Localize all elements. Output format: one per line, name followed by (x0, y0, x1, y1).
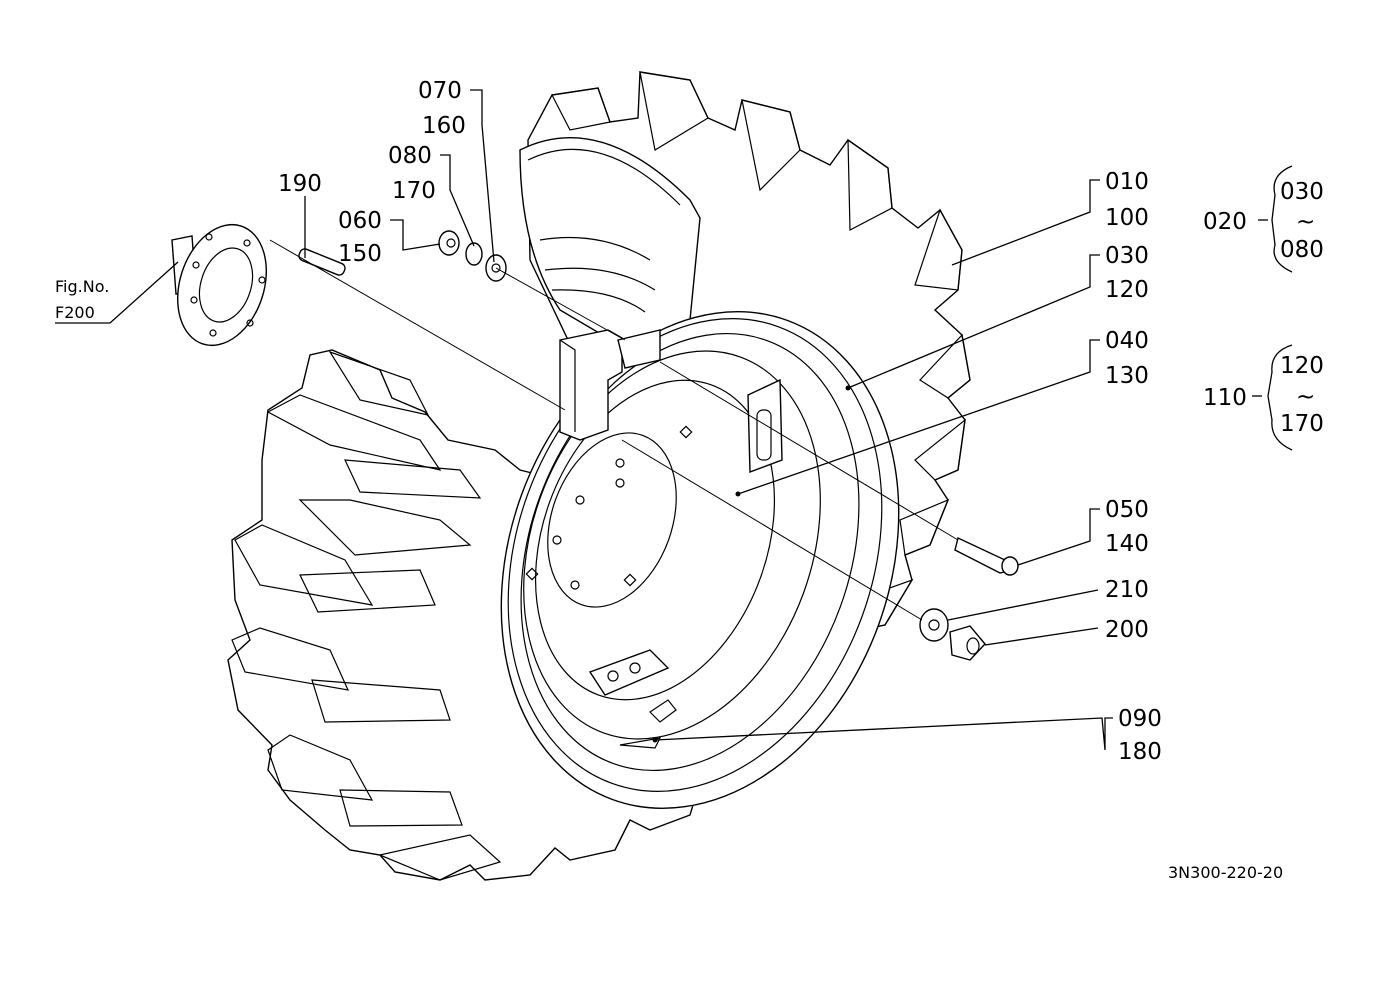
group-110-label: 110 (1203, 385, 1247, 411)
callout-080: 080 (388, 143, 432, 169)
callout-060: 060 (338, 208, 382, 234)
hardware-drawing (298, 230, 1019, 661)
wheel-weight-drawing (559, 329, 661, 441)
group-020-from: 030 (1280, 179, 1324, 205)
callout-140: 140 (1105, 531, 1149, 557)
leader-lines (55, 89, 1293, 751)
group-020-label: 020 (1203, 209, 1247, 235)
callout-100: 100 (1105, 205, 1149, 231)
group-020-tilde: ~ (1296, 209, 1315, 235)
callout-190: 190 (278, 171, 322, 197)
callout-010: 010 (1105, 169, 1149, 195)
callout-labels: Fig.No. F200 070 160 080 170 060 150 190… (55, 78, 1324, 882)
callout-180: 180 (1118, 739, 1162, 765)
callout-030: 030 (1105, 243, 1149, 269)
callout-090: 090 (1118, 706, 1162, 732)
callout-210: 210 (1105, 577, 1149, 603)
callout-130: 130 (1105, 363, 1149, 389)
hub-flange-drawing (171, 223, 268, 347)
callout-050: 050 (1105, 497, 1149, 523)
drawing-code: 3N300-220-20 (1168, 863, 1283, 882)
callout-200: 200 (1105, 617, 1149, 643)
callout-170: 170 (392, 178, 436, 204)
callout-070: 070 (418, 78, 462, 104)
callout-150: 150 (338, 241, 382, 267)
group-020-to: 080 (1280, 237, 1324, 263)
callout-040: 040 (1105, 328, 1149, 354)
callout-160: 160 (422, 113, 466, 139)
fig-ref-line2: F200 (55, 303, 95, 322)
callout-120: 120 (1105, 277, 1149, 303)
wheel-rim-drawing (500, 311, 900, 809)
group-110-to: 170 (1280, 411, 1324, 437)
group-110-from: 120 (1280, 353, 1324, 379)
group-110-tilde: ~ (1296, 384, 1315, 410)
fig-ref-line1: Fig.No. (55, 277, 109, 296)
